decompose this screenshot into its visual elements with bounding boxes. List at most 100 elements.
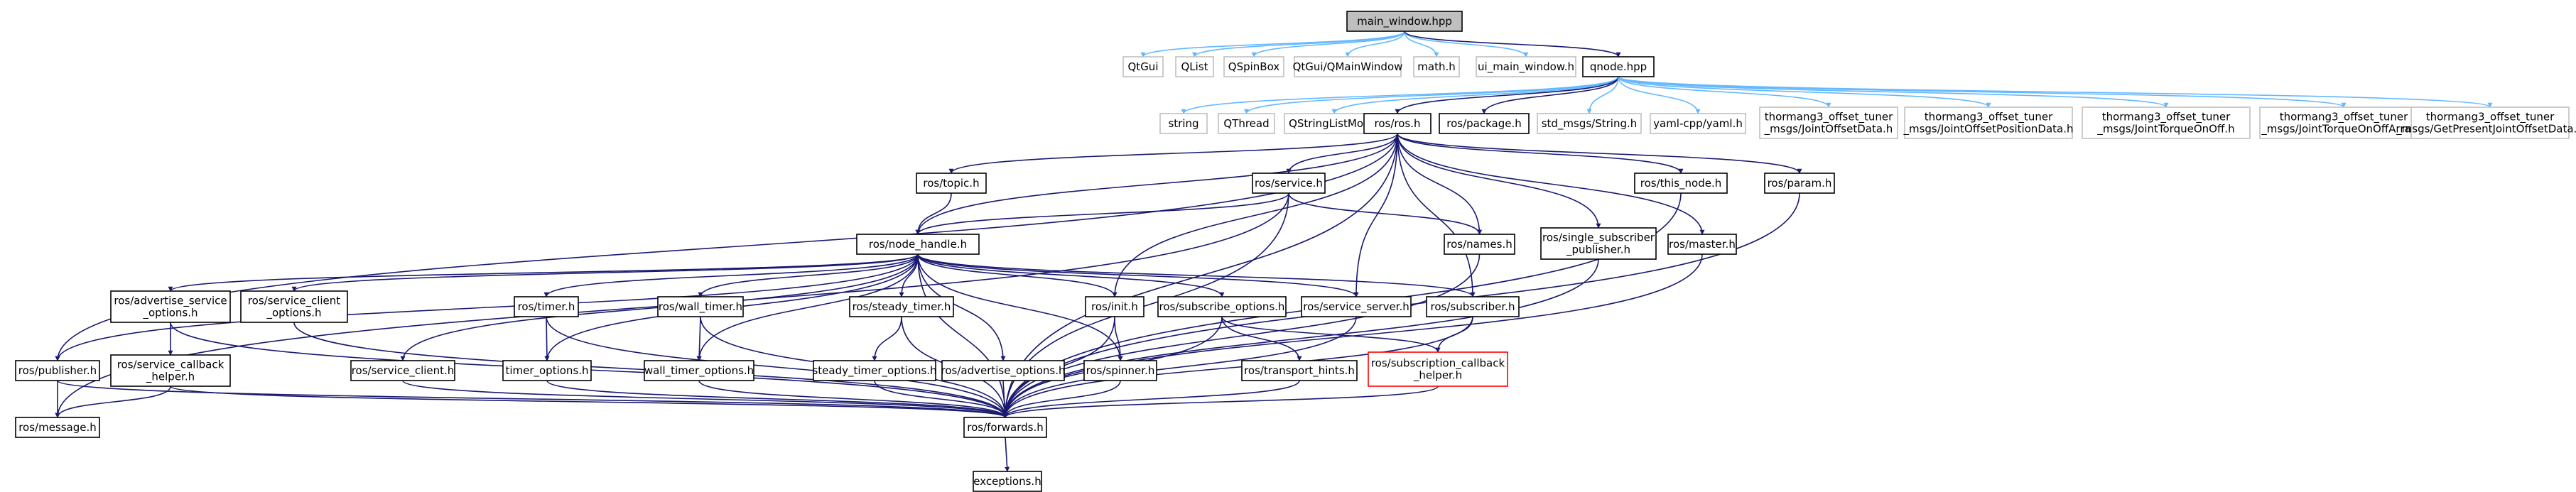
edge-node_handle-to-subscriber: [917, 253, 1476, 297]
node-single_sub[interactable]: ros/single_subscriber_publisher.h: [1540, 227, 1657, 260]
node-math[interactable]: math.h: [1413, 56, 1460, 77]
node-label: ros/service_client: [248, 295, 340, 308]
node-box: [1346, 11, 1463, 32]
node-publisher[interactable]: ros/publisher.h: [15, 360, 100, 381]
node-wall_timer[interactable]: ros/wall_timer.h: [657, 296, 744, 317]
node-label: std_msgs/String.h: [1542, 117, 1638, 131]
node-steady_timer[interactable]: ros/steady_timer.h: [849, 296, 954, 317]
node-node_handle[interactable]: ros/node_handle.h: [856, 234, 980, 255]
node-adv_srv_opt[interactable]: ros/advertise_service_options.h: [110, 290, 231, 323]
node-label: _msgs/JointOffsetPositionData.h: [1903, 123, 2073, 136]
node-transport_hints[interactable]: ros/transport_hints.h: [1241, 360, 1358, 381]
node-label: thormang3_offset_tuner: [2280, 111, 2408, 124]
node-this_node[interactable]: ros/this_node.h: [1634, 173, 1728, 194]
node-label: yaml-cpp/yaml.h: [1653, 117, 1743, 130]
node-label: _msgs/JointTorqueOnOffArray.h: [2261, 123, 2425, 136]
node-ui_main[interactable]: ui_main_window.h: [1476, 56, 1576, 77]
node-box: [657, 296, 744, 317]
node-service[interactable]: ros/service.h: [1252, 173, 1326, 194]
node-box: [849, 296, 954, 317]
node-wall_timer_opt[interactable]: wall_timer_options.h: [644, 360, 754, 381]
node-label: ros/timer.h: [518, 300, 575, 313]
edge-qnode-to-t4: [1618, 76, 2347, 108]
node-srv_server[interactable]: ros/service_server.h: [1301, 296, 1412, 317]
node-master[interactable]: ros/master.h: [1667, 234, 1737, 255]
edge-node_handle-to-wall_timer: [698, 253, 919, 297]
node-timer_opt[interactable]: timer_options.h: [502, 360, 592, 381]
node-label: wall_timer_options.h: [644, 364, 754, 378]
node-label: ros/names.h: [1446, 238, 1512, 251]
node-label: ros/package.h: [1446, 117, 1521, 130]
node-srv_cb_helper[interactable]: ros/service_callback_helper.h: [110, 354, 231, 387]
edge-ros_ros-to-service: [1286, 133, 1398, 174]
node-box: [1157, 296, 1287, 317]
node-box: [963, 417, 1047, 438]
node-srv_client_opt[interactable]: ros/service_client_options.h: [240, 290, 348, 323]
node-param[interactable]: ros/param.h: [1764, 173, 1835, 194]
node-topic[interactable]: ros/topic.h: [916, 173, 987, 194]
node-QThread[interactable]: QThread: [1218, 113, 1275, 134]
node-init[interactable]: ros/init.h: [1085, 296, 1144, 317]
node-box: [973, 471, 1042, 492]
node-yaml[interactable]: yaml-cpp/yaml.h: [1650, 113, 1746, 134]
edge-subscr_cb_helper-to-forwards: [1002, 386, 1439, 418]
node-std_msgs[interactable]: std_msgs/String.h: [1537, 113, 1642, 134]
node-forwards[interactable]: ros/forwards.h: [963, 417, 1047, 438]
edge-subscriber-to-forwards: [1002, 316, 1473, 418]
node-subscr_cb_helper[interactable]: ros/subscription_callback_helper.h: [1368, 351, 1508, 387]
edge-service-to-names: [1288, 192, 1482, 235]
node-label: thormang3_offset_tuner: [1925, 111, 2053, 124]
node-ros_ros[interactable]: ros/ros.h: [1363, 113, 1432, 134]
node-spinner[interactable]: ros/spinner.h: [1083, 360, 1157, 381]
edge-node_handle-to-forwards: [917, 253, 1008, 418]
node-main_window[interactable]: main_window.hpp: [1346, 11, 1463, 32]
edge-qnode-to-yaml: [1618, 76, 1701, 114]
node-t2[interactable]: thormang3_offset_tuner_msgs/JointOffsetP…: [1903, 106, 2074, 139]
node-box: [1444, 234, 1515, 255]
edge-ros_ros-to-node_handle: [915, 133, 1398, 235]
node-qnode[interactable]: qnode.hpp: [1582, 56, 1655, 77]
node-t4[interactable]: thormang3_offset_tuner_msgs/JointTorqueO…: [2259, 106, 2428, 139]
edge-wall_timer_opt-to-forwards: [698, 380, 1008, 418]
node-names[interactable]: ros/names.h: [1444, 234, 1515, 255]
node-box: [1252, 173, 1326, 194]
edge-node_handle-to-adv_opt: [917, 253, 1006, 361]
edge-ros_ros-to-master: [1397, 133, 1705, 235]
node-box: [2082, 106, 2251, 139]
node-box: [856, 234, 980, 255]
node-t1[interactable]: thormang3_offset_tuner_msgs/JointOffsetD…: [1759, 106, 1898, 139]
node-srv_client[interactable]: ros/service_client.h: [350, 360, 455, 381]
node-label: ros/transport_hints.h: [1244, 364, 1355, 378]
node-message[interactable]: ros/message.h: [15, 417, 100, 438]
node-sub_opt[interactable]: ros/subscribe_options.h: [1157, 296, 1287, 317]
node-box: [1904, 106, 2073, 139]
node-label: _options.h: [142, 307, 197, 320]
edge-srv_client-to-forwards: [402, 380, 1008, 418]
edge-service-to-node_handle: [915, 192, 1289, 235]
node-box: [2410, 106, 2570, 139]
node-QList[interactable]: QList: [1175, 56, 1214, 77]
node-label: main_window.hpp: [1357, 15, 1452, 28]
node-timer[interactable]: ros/timer.h: [514, 296, 579, 317]
node-QtGui[interactable]: QtGui: [1122, 56, 1164, 77]
node-adv_opt[interactable]: ros/advertise_options.h: [941, 360, 1066, 381]
node-t3[interactable]: thormang3_offset_tuner_msgs/JointTorqueO…: [2082, 106, 2251, 139]
node-box: [916, 173, 987, 194]
node-subscriber[interactable]: ros/subscriber.h: [1426, 296, 1520, 317]
edge-node_handle-to-timer: [543, 253, 919, 297]
node-QSpinBox[interactable]: QSpinBox: [1223, 56, 1284, 77]
edge-ros_ros-to-topic: [948, 133, 1398, 174]
node-label: _msgs/JointTorqueOnOff.h: [2096, 123, 2234, 136]
node-string[interactable]: string: [1159, 113, 1208, 134]
node-QMainWindow[interactable]: QtGui/QMainWindow: [1293, 56, 1403, 77]
node-t5[interactable]: thormang3_offset_tuner_msgs/GetPresentJo…: [2396, 106, 2576, 139]
edge-qnode-to-ros_package: [1481, 76, 1619, 114]
node-steady_timer_opt[interactable]: steady_timer_options.h: [812, 360, 937, 381]
node-box: [1426, 296, 1520, 317]
edge-node_handle-to-sub_opt: [917, 253, 1225, 297]
node-exceptions[interactable]: exceptions.h: [973, 471, 1042, 492]
node-ros_package[interactable]: ros/package.h: [1439, 113, 1530, 134]
edge-ros_ros-to-this_node: [1397, 133, 1684, 174]
node-box: [1085, 296, 1144, 317]
node-label: ros/service_callback: [117, 359, 224, 372]
